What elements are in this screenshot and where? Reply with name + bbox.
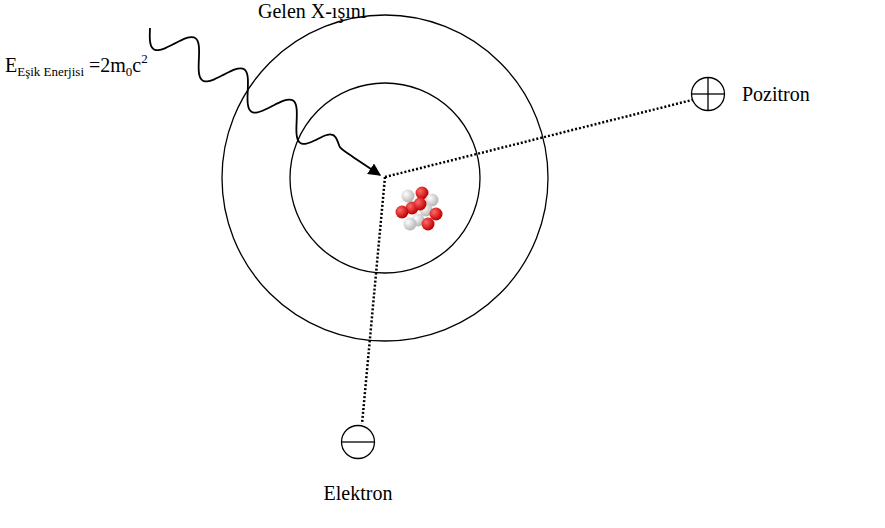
threshold-energy-formula: EEşik Enerjisi =2m0c2 <box>5 52 148 79</box>
nucleon <box>402 190 415 203</box>
formula-part: c <box>132 54 141 76</box>
formula-part: =2m <box>89 54 126 76</box>
particle-label: Elektron <box>324 482 393 505</box>
formula-part: E <box>5 54 17 76</box>
formula-part: 2 <box>141 51 148 66</box>
nucleon <box>414 198 427 211</box>
incoming-ray-label: Gelen X-ışını <box>258 0 366 22</box>
nucleon <box>396 206 409 219</box>
positron-node: Pozitron <box>690 76 810 112</box>
electron-track <box>362 177 385 424</box>
electron-node: Elektron <box>313 424 403 505</box>
formula-part: Eşik Enerjisi <box>17 64 84 79</box>
particle-label: Pozitron <box>742 83 810 106</box>
nucleus <box>396 187 443 231</box>
particle-symbol <box>690 76 726 112</box>
x-ray-wave <box>150 28 380 175</box>
nucleon <box>422 218 435 231</box>
ray-label: Gelen X-ışını <box>258 0 366 22</box>
formula-part: 0 <box>126 64 133 79</box>
nucleon <box>404 218 417 231</box>
particle-symbol <box>340 424 376 460</box>
positron-track <box>385 98 700 177</box>
